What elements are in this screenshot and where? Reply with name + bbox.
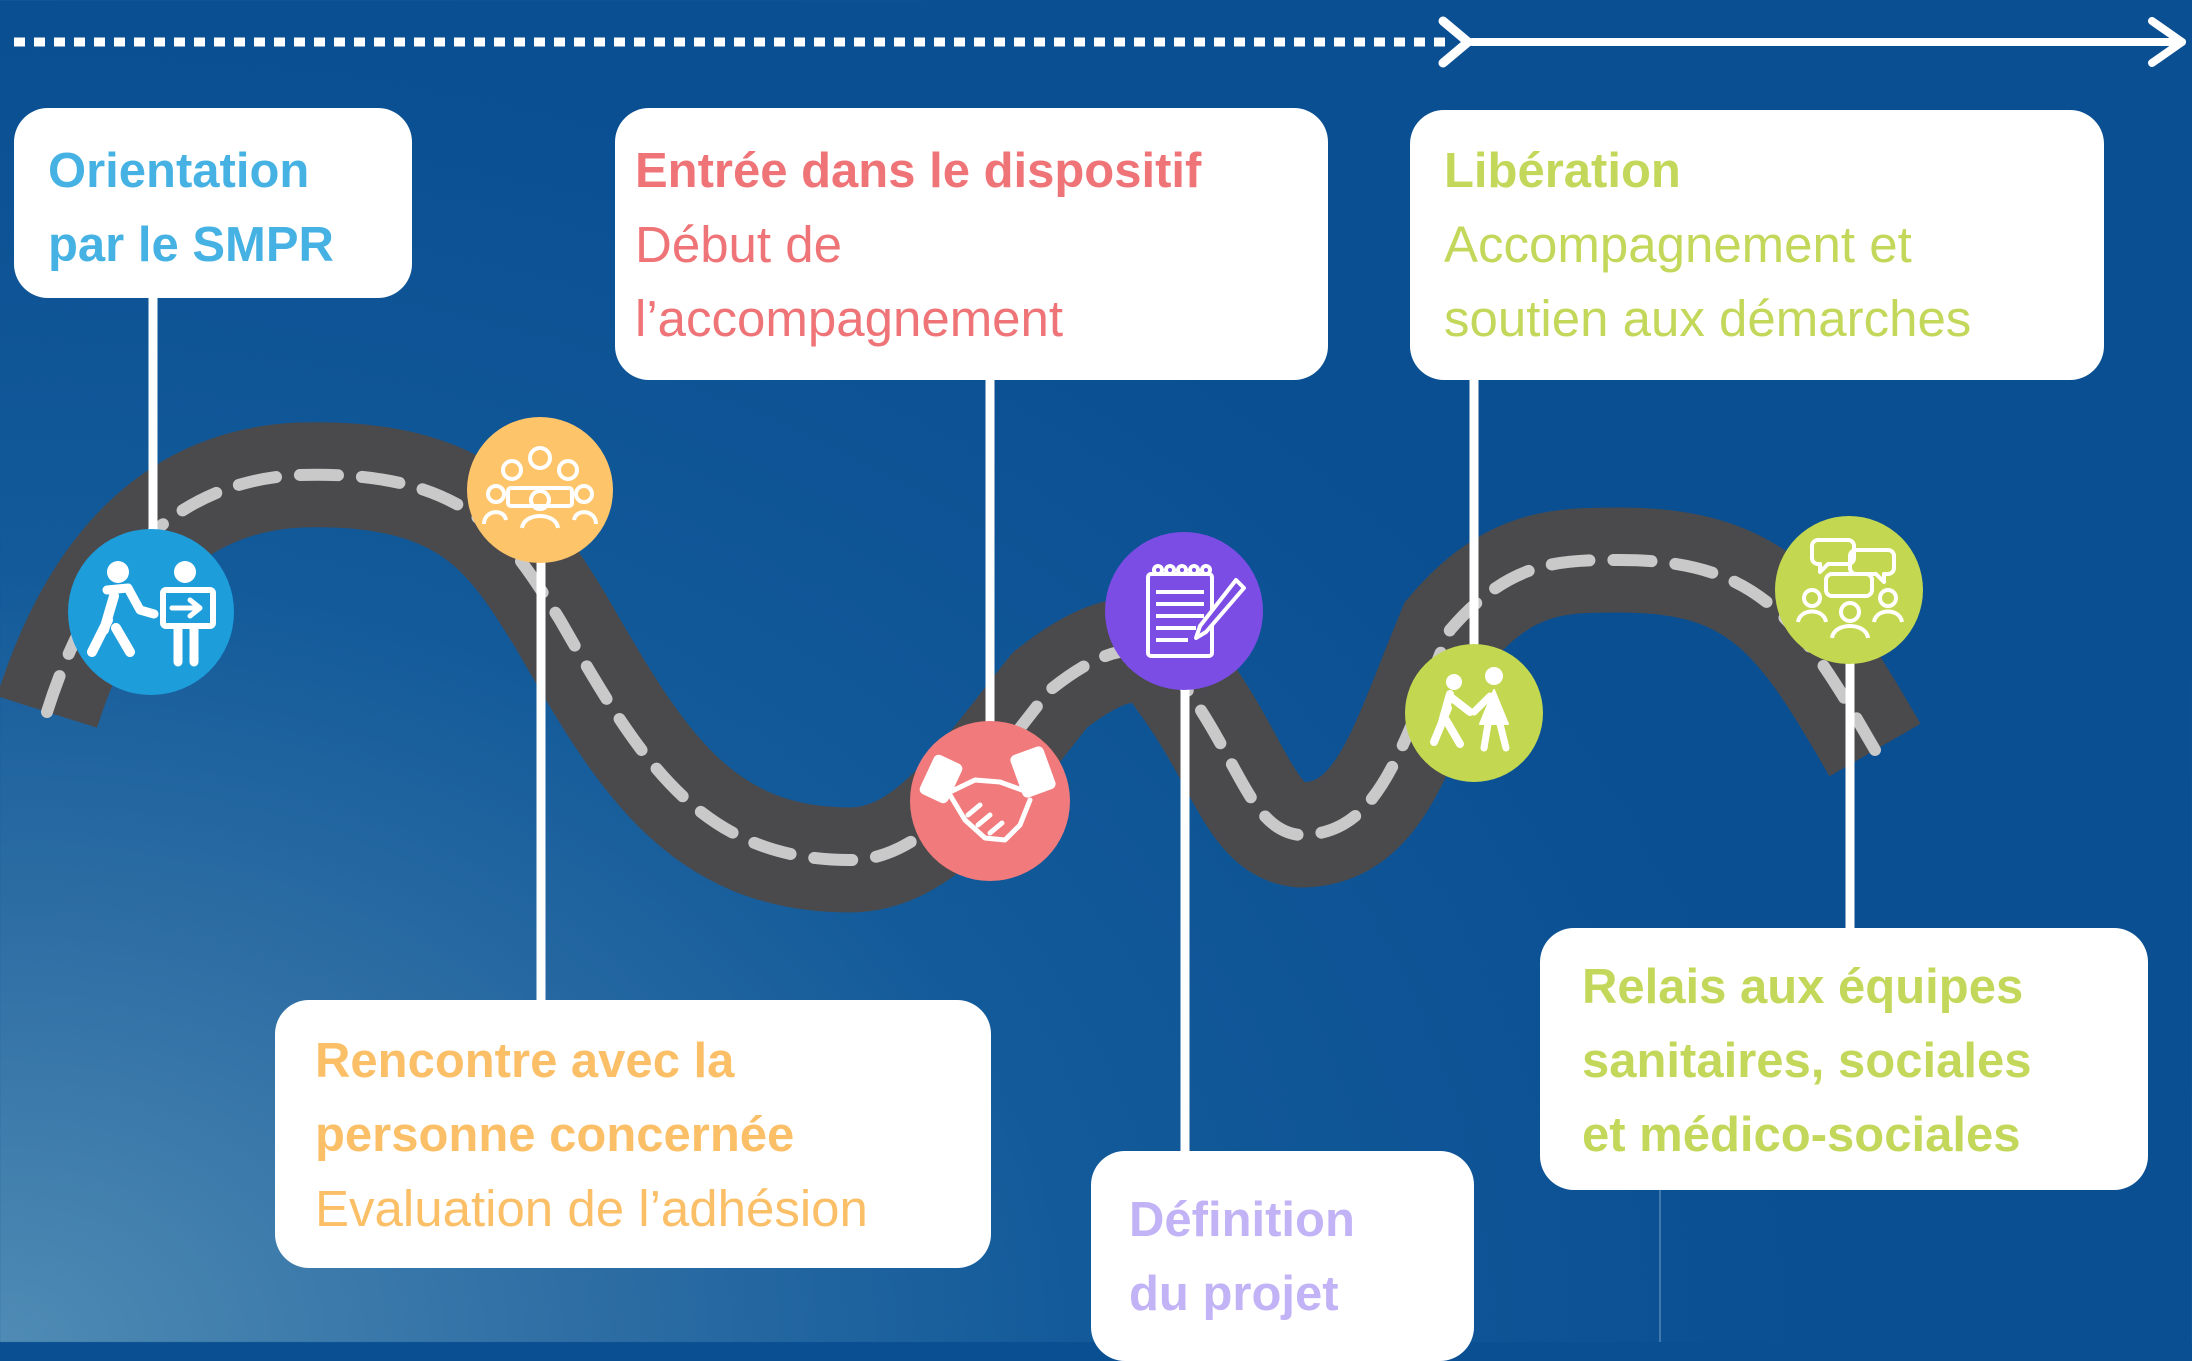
step-card-definition-projet: Définition du projet bbox=[1091, 1151, 1474, 1361]
step-title: par le SMPR bbox=[48, 218, 334, 272]
handshake-icon bbox=[910, 721, 1070, 881]
step-subtitle: Début de bbox=[635, 216, 842, 273]
group-speech-bubbles-icon bbox=[1775, 516, 1923, 664]
meeting-group-icon bbox=[467, 417, 613, 563]
timeline-arrow bbox=[14, 16, 2186, 68]
step-subtitle: Accompagnement et bbox=[1444, 216, 1912, 273]
step-title: Relais aux équipes bbox=[1582, 960, 2024, 1014]
step-card-orientation: Orientation par le SMPR bbox=[14, 108, 412, 298]
step-subtitle: l’accompagnement bbox=[635, 290, 1064, 347]
step-title: Définition bbox=[1129, 1193, 1355, 1247]
step-subtitle: Evaluation de l’adhésion bbox=[315, 1180, 868, 1237]
step-title: Rencontre avec la bbox=[315, 1034, 735, 1088]
step-title: et médico-sociales bbox=[1582, 1108, 2021, 1162]
step-title: Libération bbox=[1444, 144, 1681, 198]
step-title: Entrée dans le dispositif bbox=[635, 144, 1202, 198]
step-card-liberation: Libération Accompagnement et soutien aux… bbox=[1410, 110, 2104, 380]
step-title: personne concernée bbox=[315, 1108, 795, 1162]
step-card-rencontre: Rencontre avec la personne concernée Eva… bbox=[275, 1000, 991, 1268]
notepad-pen-icon bbox=[1105, 532, 1263, 690]
step-card-entree-dispositif: Entrée dans le dispositif Début de l’acc… bbox=[615, 108, 1328, 380]
walking-together-icon bbox=[1405, 644, 1543, 782]
step-subtitle: soutien aux démarches bbox=[1444, 290, 1972, 347]
people-walking-sign-icon bbox=[68, 529, 234, 695]
winding-road bbox=[0, 422, 1921, 913]
step-title: sanitaires, sociales bbox=[1582, 1034, 2032, 1088]
step-title: du projet bbox=[1129, 1267, 1339, 1321]
step-title: Orientation bbox=[48, 144, 310, 198]
step-card-relais-equipes: Relais aux équipes sanitaires, sociales … bbox=[1540, 928, 2148, 1190]
